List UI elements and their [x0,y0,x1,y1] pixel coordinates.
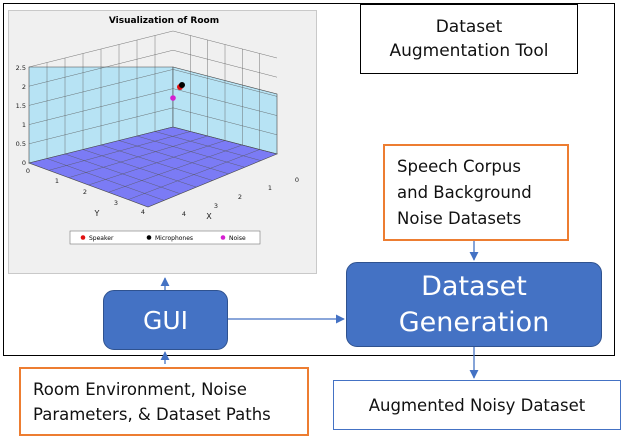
room-environment-label: Room Environment, Noise Parameters, & Da… [33,379,271,424]
augmented-dataset-label: Augmented Noisy Dataset [368,395,586,415]
y-tick: 1 [55,177,59,185]
z-tick: 0.5 [16,140,26,148]
y-axis-label: Y [94,209,100,218]
visualization-title: Visualization of Room [109,16,219,26]
z-tick: 1 [22,121,26,129]
microphone-marker [179,82,185,88]
speech-corpus-label: Speech Corpus and Background Noise Datas… [397,156,532,228]
z-tick: 0 [22,159,26,167]
legend-label: Microphones [155,235,193,242]
x-tick: 1 [268,184,272,192]
plot-legend [69,230,261,245]
y-tick: 2 [83,188,87,196]
tool-title: Dataset Augmentation Tool [389,17,549,61]
room-visualization-plot: Visualization of Room 2.5 2 1.5 1 0.5 0 … [16,16,299,245]
dataset-generation-block: Dataset Generation [346,262,602,347]
dataset-generation-label: Dataset Generation [398,270,550,338]
grid-line [128,149,260,200]
grid-line [48,131,191,171]
legend-speaker-marker [80,235,86,240]
z-tick: 2.5 [16,64,26,72]
room-environment-input-box: Room Environment, Noise Parameters, & Da… [19,367,309,436]
y-tick: 0 [26,167,30,175]
speech-corpus-input-box: Speech Corpus and Background Noise Datas… [383,144,569,241]
grid-line [88,140,226,186]
room-visualization-window: Visualization of Room 2.5 2 1.5 1 0.5 0 … [8,10,317,274]
grid-lines [28,30,278,201]
x-tick: 0 [295,176,299,184]
legend-microphone-marker [146,235,152,240]
x-tick: 3 [214,202,218,210]
grid-line [108,144,243,193]
x-tick: 2 [238,193,242,201]
legend-label: Speaker [89,235,114,242]
z-tick: 2 [22,83,26,91]
gui-block: GUI [103,290,228,350]
tool-title-box: Dataset Augmentation Tool [360,4,578,74]
z-tick: 1.5 [16,102,26,110]
grid-line [68,135,208,178]
legend-noise-marker [220,235,226,240]
augmented-dataset-output-box: Augmented Noisy Dataset [333,380,621,430]
y-tick: 3 [114,199,118,207]
gui-label: GUI [142,305,189,335]
y-tick: 4 [141,208,145,216]
noise-marker [170,95,176,101]
x-axis-label: X [206,212,212,221]
legend-label: Noise [229,235,246,242]
x-tick: 4 [182,210,186,218]
